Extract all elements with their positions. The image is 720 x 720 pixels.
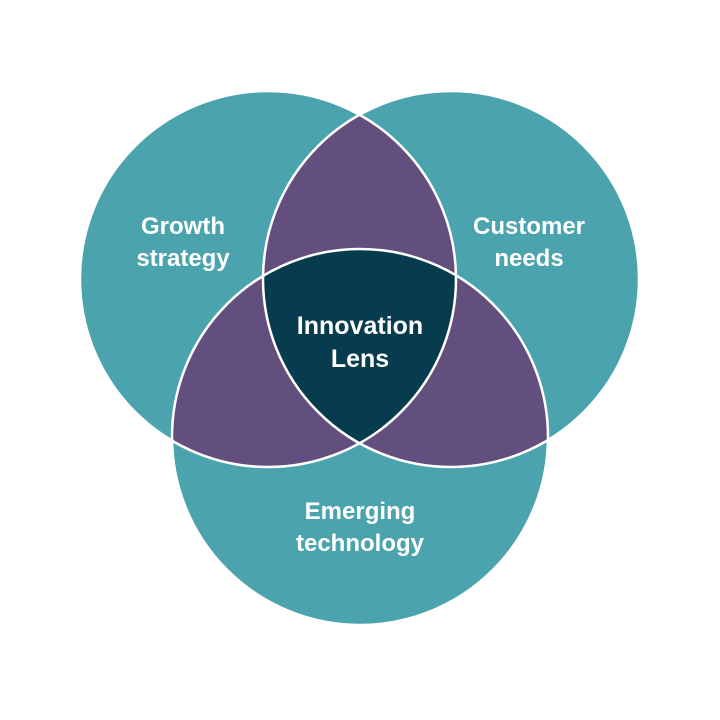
label-center-line-1: Innovation: [297, 312, 423, 340]
label-technology-line-2: technology: [296, 530, 425, 557]
label-growth-line-2: strategy: [136, 245, 230, 272]
label-growth-line-1: Growth: [141, 213, 225, 240]
label-customer-line-1: Customer: [473, 213, 585, 240]
label-center-line-2: Lens: [331, 345, 389, 373]
label-customer-line-2: needs: [494, 245, 563, 272]
label-technology-line-1: Emerging: [305, 498, 416, 525]
circle-outlines: [78, 89, 641, 627]
